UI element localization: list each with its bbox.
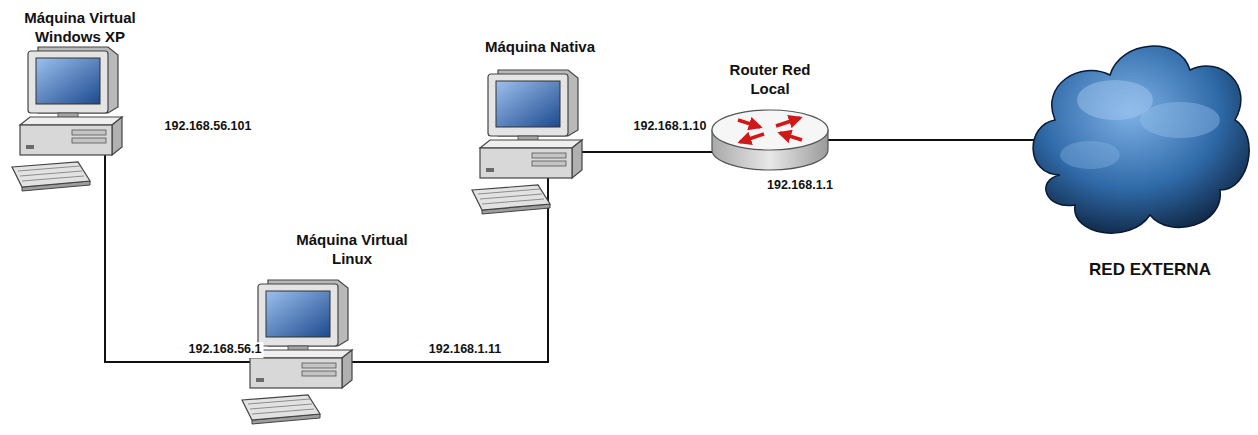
node-title: Máquina Nativa [455, 38, 625, 57]
ip-address: 192.168.56.101 [163, 119, 254, 135]
cloud-icon [1020, 25, 1250, 245]
ip-address: 192.168.1.1 [765, 178, 835, 194]
native-pc: Máquina Nativa192.168.1.10 [470, 68, 590, 218]
pc-icon [10, 45, 130, 195]
node-title: Máquina Virtual Linux [277, 231, 427, 269]
node-title: Router Red Local [725, 61, 815, 99]
pc-icon [470, 68, 590, 218]
router: Router Red Local192.168.1.1 [710, 108, 830, 172]
network-link [582, 151, 712, 153]
node-title: RED EXTERNA [1089, 259, 1211, 280]
ip-address: 192.168.1.10 [632, 119, 709, 135]
cloud-network: RED EXTERNA [1020, 25, 1250, 245]
ip-address: 192.168.1.11 [427, 342, 503, 358]
network-link [105, 155, 250, 362]
router-icon [710, 108, 830, 172]
virtual-pc: Máquina Virtual Windows XP192.168.56.101 [10, 45, 130, 195]
ip-address: 192.168.56.1 [187, 342, 264, 358]
network-link [828, 139, 1050, 141]
virtual-pc: Máquina Virtual Linux192.168.56.1192.168… [240, 278, 360, 428]
node-title: Máquina Virtual Windows XP [5, 9, 155, 47]
